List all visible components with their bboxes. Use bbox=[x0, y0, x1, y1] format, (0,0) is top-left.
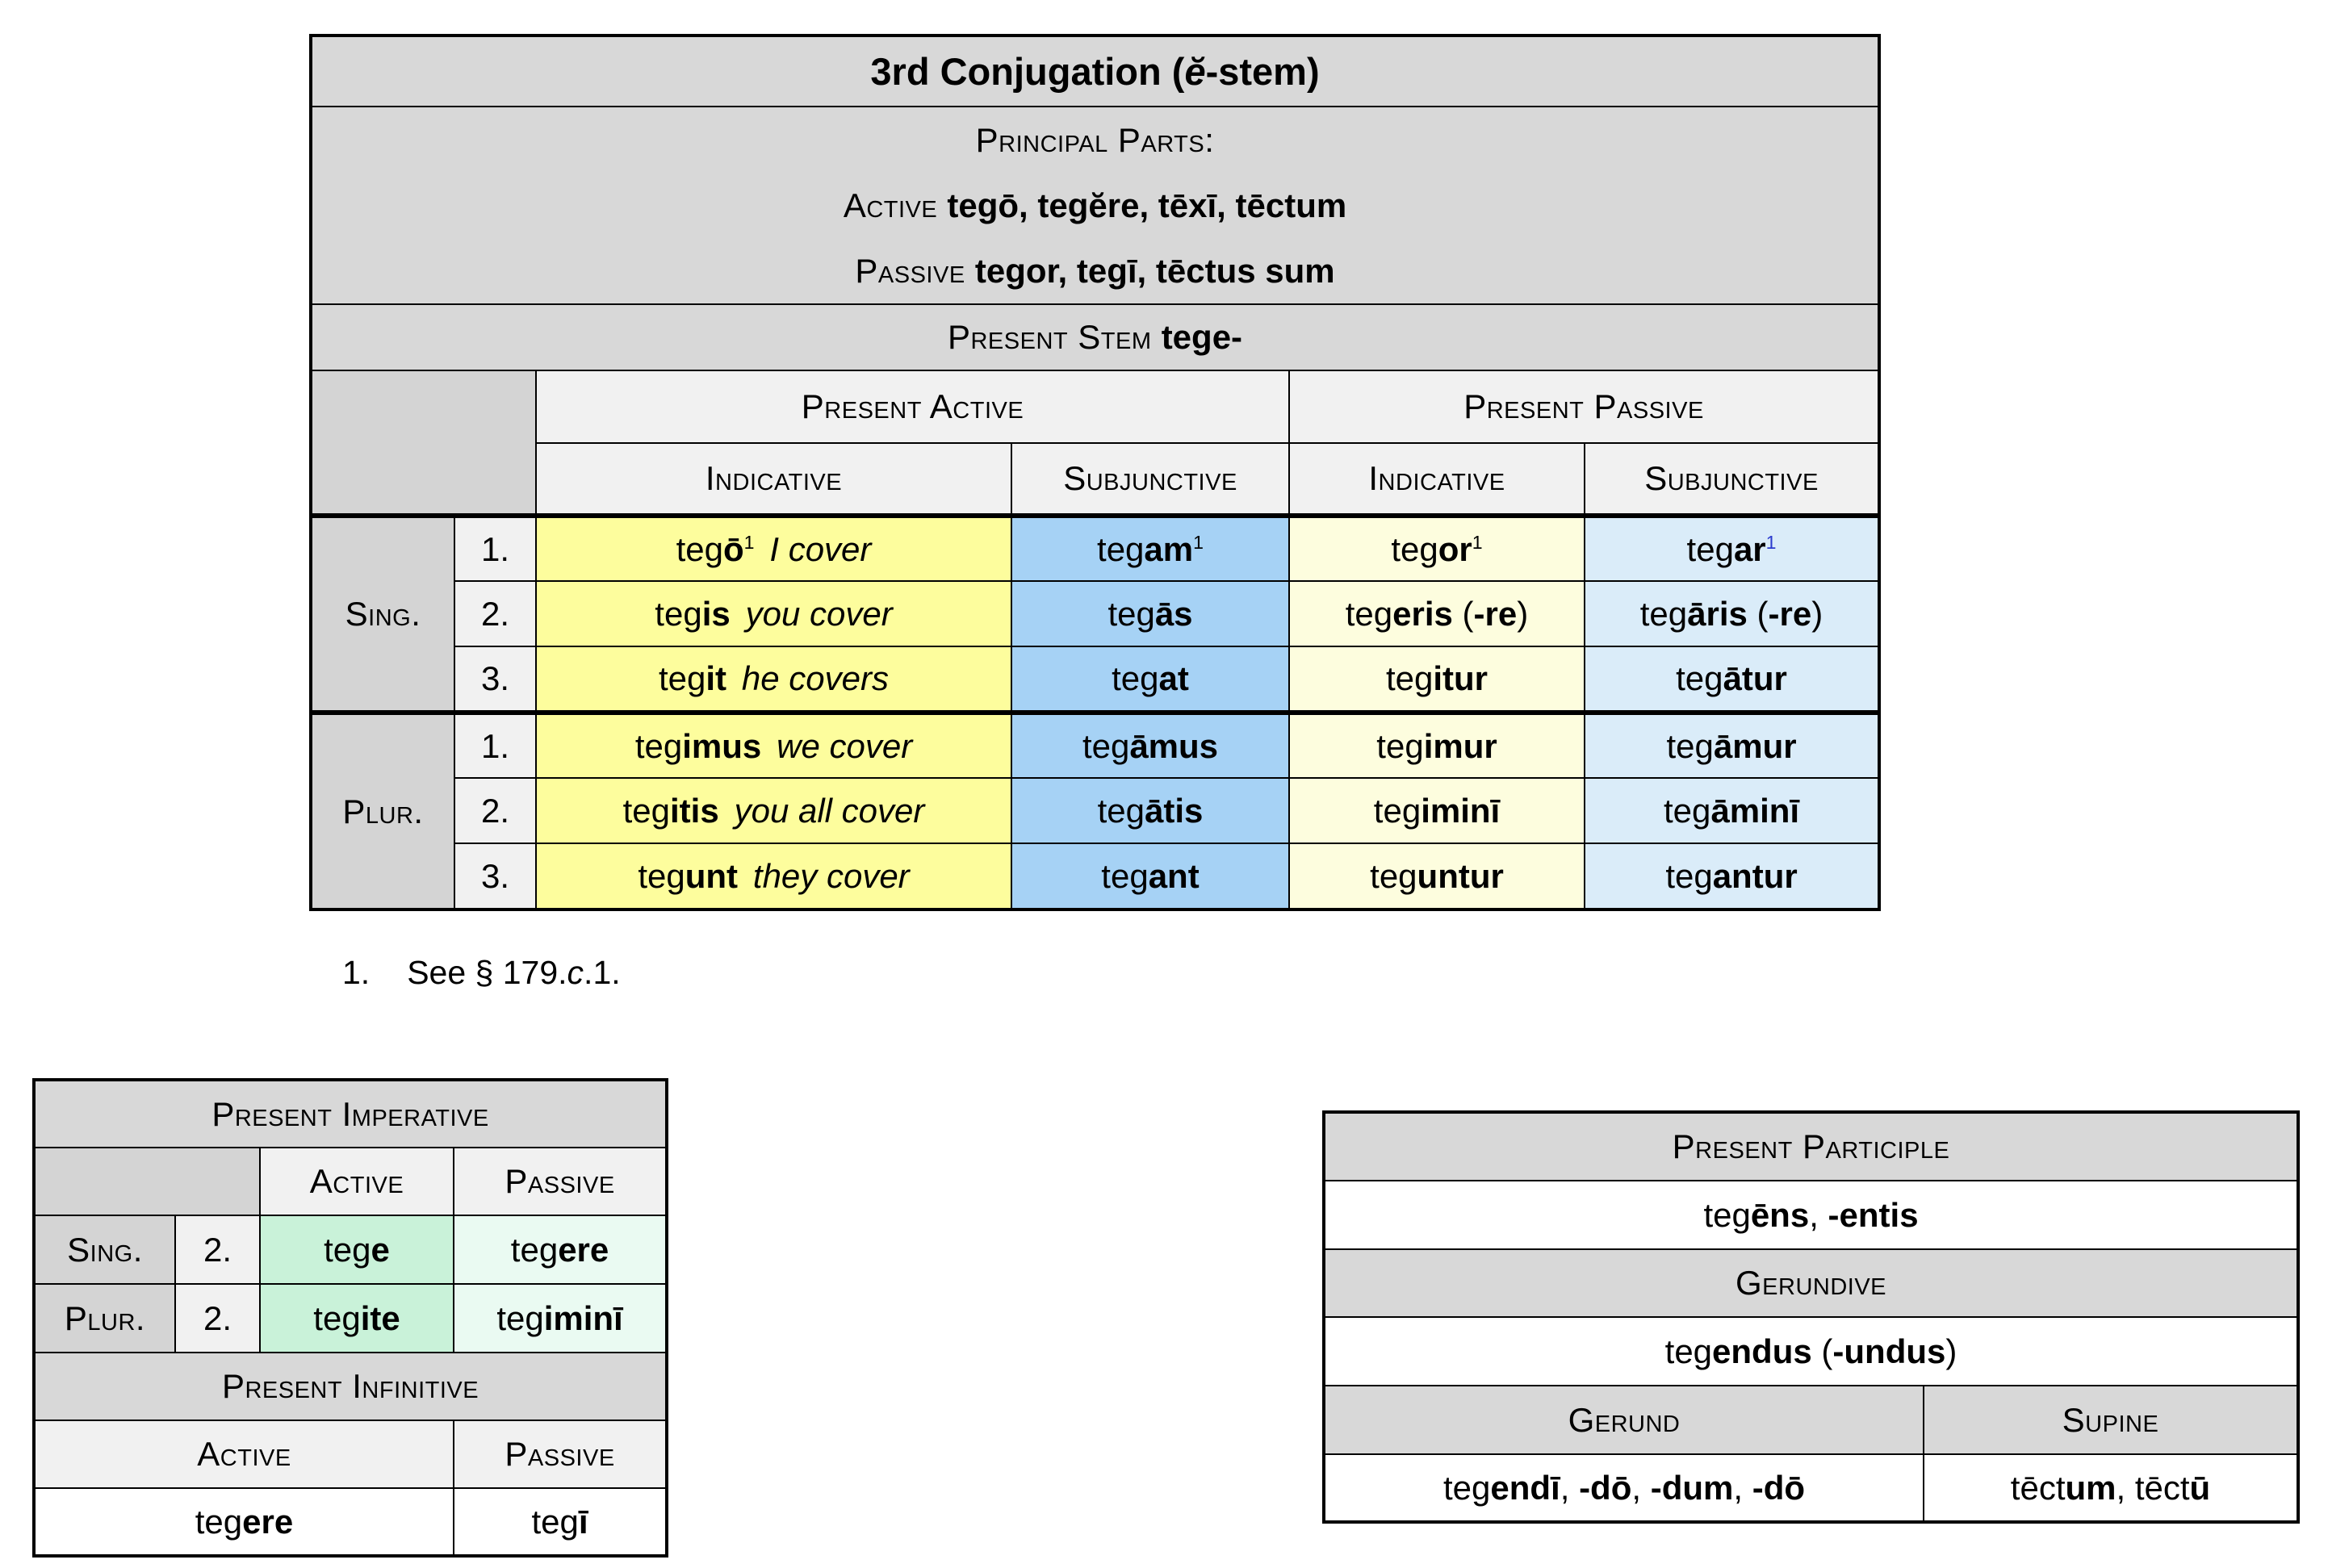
principal-parts-cell: Principal Parts: Active tegō, tegĕre, tē… bbox=[309, 106, 1881, 305]
form-cell-passive-subjunctive: tegātur bbox=[1583, 646, 1881, 713]
form-cell-passive-subjunctive: tegāmur bbox=[1583, 710, 1881, 779]
table-title: 3rd Conjugation (ĕ-stem) bbox=[309, 35, 1881, 107]
main-conjugation-table: 3rd Conjugation (ĕ-stem) Principal Parts… bbox=[309, 34, 1882, 911]
form-cell-active-subjunctive: tegam1 bbox=[1011, 513, 1290, 582]
gerund-header: Gerund bbox=[1323, 1385, 1924, 1455]
form-cell-active-subjunctive: tegātis bbox=[1011, 777, 1290, 844]
group-header-present-active: Present Active bbox=[535, 370, 1290, 444]
form-cell-imperative-active: tegite bbox=[259, 1283, 454, 1353]
mood-header-active-subjunctive: Subjunctive bbox=[1011, 442, 1290, 516]
form-cell-imperative-passive: tegiminī bbox=[452, 1283, 668, 1353]
participle-table: Present Participle tegēns, -entis Gerund… bbox=[1322, 1110, 2301, 1524]
principal-parts-active: Active tegō, tegĕre, tēxī, tēctum bbox=[843, 186, 1347, 224]
form-cell-imperative-passive: tegere bbox=[452, 1215, 668, 1285]
present-stem-cell: Present Stem tege- bbox=[309, 303, 1881, 371]
form-cell-present-participle: tegēns, -entis bbox=[1322, 1180, 2300, 1250]
form-cell-gerundive: tegendus (-undus) bbox=[1322, 1316, 2300, 1386]
imperative-infinitive-table: Present Imperative Active Passive Sing. … bbox=[32, 1078, 669, 1558]
person-label: 2. bbox=[454, 777, 537, 844]
imperative-col-header-active: Active bbox=[259, 1147, 454, 1216]
table-row: Plur. 2. tegite tegiminī bbox=[33, 1283, 668, 1353]
participle-header: Present Participle bbox=[1322, 1111, 2300, 1181]
mood-header-passive-subjunctive: Subjunctive bbox=[1583, 442, 1881, 516]
form-cell-infinitive-active: tegere bbox=[33, 1487, 454, 1557]
form-cell-gerund: tegendī, -dō, -dum, -dō bbox=[1323, 1453, 1924, 1523]
footnote-number: 1. bbox=[342, 954, 371, 991]
infinitive-col-header-passive: Passive bbox=[452, 1420, 668, 1489]
form-cell-active-subjunctive: tegās bbox=[1011, 580, 1290, 647]
table-row: tegendī, -dō, -dum, -dō tēctum, tēctū bbox=[1323, 1453, 2300, 1523]
gerundive-header: Gerundive bbox=[1322, 1248, 2300, 1318]
form-cell-active-subjunctive: tegant bbox=[1011, 843, 1290, 910]
mood-header-passive-indicative: Indicative bbox=[1288, 442, 1585, 516]
infinitive-header: Present Infinitive bbox=[32, 1352, 668, 1421]
mood-header-active-indicative: Indicative bbox=[535, 442, 1012, 516]
form-cell-passive-indicative: tegiminī bbox=[1288, 777, 1585, 844]
table-row: tegere tegī bbox=[33, 1487, 668, 1557]
form-cell-passive-subjunctive: tegāminī bbox=[1583, 777, 1881, 844]
form-cell-supine: tēctum, tēctū bbox=[1922, 1453, 2300, 1523]
footnote: 1. See § 179.c.1. bbox=[342, 954, 621, 992]
principal-parts-passive: Passive tegor, tegī, tēctus sum bbox=[855, 252, 1335, 290]
row-group-label-plural: Plur. bbox=[310, 710, 455, 910]
person-label: 2. bbox=[454, 580, 537, 647]
form-cell-active-subjunctive: tegāmus bbox=[1011, 710, 1290, 779]
form-cell-active-subjunctive: tegat bbox=[1011, 646, 1290, 713]
row-group-label-singular: Sing. bbox=[33, 1215, 176, 1285]
person-label: 2. bbox=[174, 1215, 261, 1285]
person-label: 2. bbox=[174, 1283, 261, 1353]
row-group-label-singular: Sing. bbox=[310, 513, 455, 713]
person-label: 1. bbox=[454, 710, 537, 779]
form-cell-passive-subjunctive: tegantur bbox=[1583, 843, 1881, 910]
form-cell-infinitive-passive: tegī bbox=[452, 1487, 668, 1557]
imperative-col-header-passive: Passive bbox=[452, 1147, 668, 1216]
form-cell-passive-indicative: tegor1 bbox=[1288, 513, 1585, 582]
supine-header: Supine bbox=[1922, 1385, 2300, 1455]
form-cell-passive-indicative: tegeris (-re) bbox=[1288, 580, 1585, 647]
form-cell-passive-indicative: tegimur bbox=[1288, 710, 1585, 779]
principal-parts-label: Principal Parts: bbox=[975, 121, 1215, 159]
form-cell-passive-indicative: tegitur bbox=[1288, 646, 1585, 713]
person-label: 3. bbox=[454, 646, 537, 713]
form-cell-passive-indicative: teguntur bbox=[1288, 843, 1585, 910]
person-label: 1. bbox=[454, 513, 537, 582]
imperative-header: Present Imperative bbox=[32, 1079, 668, 1148]
group-header-present-passive: Present Passive bbox=[1288, 370, 1881, 444]
form-cell-passive-subjunctive: tegāris (-re) bbox=[1583, 580, 1881, 647]
form-cell-imperative-active: tege bbox=[259, 1215, 454, 1285]
row-group-label-plural: Plur. bbox=[33, 1283, 176, 1353]
person-label: 3. bbox=[454, 843, 537, 910]
footnote-text: See § 179.c.1. bbox=[407, 954, 621, 991]
corner-cell bbox=[310, 370, 537, 516]
infinitive-col-header-active: Active bbox=[33, 1420, 454, 1489]
table-row: Sing. 2. tege tegere bbox=[33, 1215, 668, 1285]
imperative-corner-cell bbox=[33, 1147, 261, 1216]
form-cell-passive-subjunctive: tegar1 bbox=[1583, 513, 1881, 582]
